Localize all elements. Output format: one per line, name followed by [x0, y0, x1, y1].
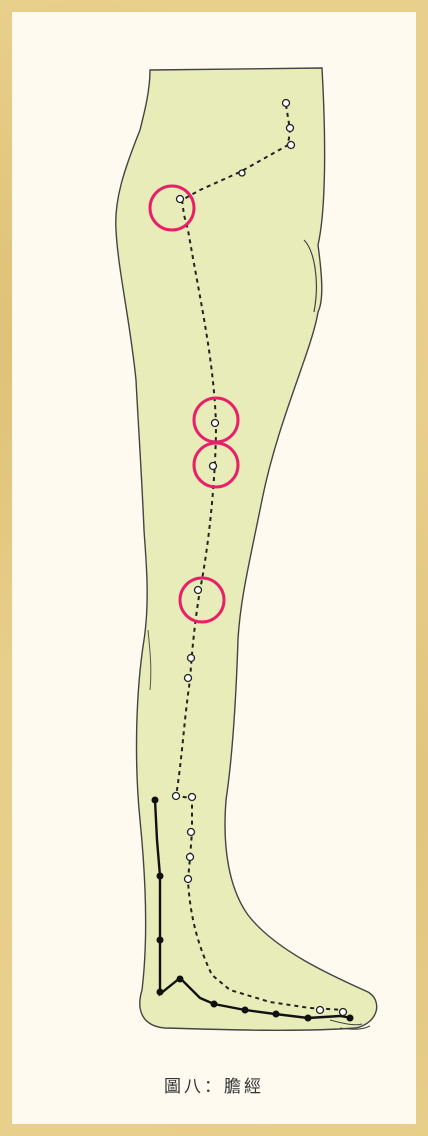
acupoint-solid: [177, 976, 184, 983]
acupoint-open: [185, 675, 192, 682]
acupoint-solid: [211, 1001, 218, 1008]
acupoint-open: [212, 420, 219, 427]
acupoint-open: [189, 794, 196, 801]
acupoint-open: [195, 587, 202, 594]
acupoint-open: [173, 793, 180, 800]
acupoint-open: [188, 655, 195, 662]
acupoint-open: [185, 876, 192, 883]
acupoint-open: [288, 142, 295, 149]
figure-caption: 圖八：膽經: [0, 1072, 428, 1097]
acupoint-open: [287, 125, 294, 132]
leg-silhouette: [116, 68, 377, 1030]
acupoint-open: [177, 196, 184, 203]
acupoint-solid: [157, 873, 164, 880]
acupoint-open: [187, 854, 194, 861]
acupoint-open: [210, 463, 217, 470]
acupoint-solid: [242, 1007, 249, 1014]
acupoint-solid: [152, 797, 159, 804]
acupoint-solid: [157, 989, 164, 996]
acupoint-open: [188, 829, 195, 836]
acupoint-open: [317, 1007, 324, 1014]
acupoint-open: [239, 170, 245, 176]
acupoint-solid: [273, 1011, 280, 1018]
acupoint-solid: [305, 1015, 312, 1022]
acupoint-solid: [157, 937, 164, 944]
acupoint-open: [340, 1009, 347, 1016]
acupoint-solid: [347, 1015, 354, 1022]
acupoint-open: [283, 100, 290, 107]
